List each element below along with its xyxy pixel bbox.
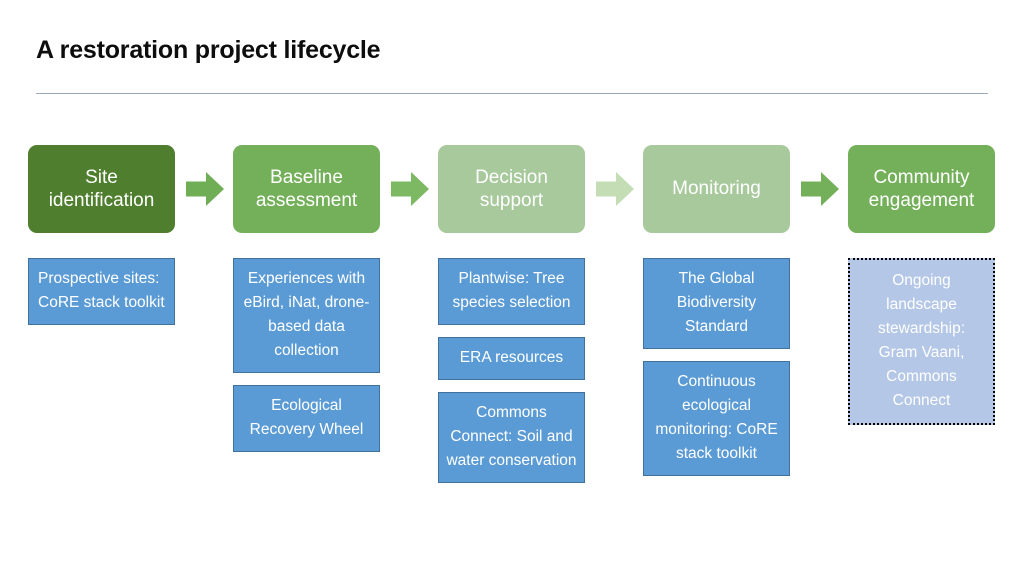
stage-label-baseline-assessment: Baseline assessment <box>255 166 358 211</box>
stage-label-monitoring: Monitoring <box>672 178 761 200</box>
column-baseline-assessment: Experiences with eBird, iNat, drone-base… <box>233 258 380 464</box>
detail-box-global-biodiversity-standard[interactable]: The Global Biodiversity Standard <box>643 258 790 350</box>
stage-label-site-identification: Site identification <box>48 166 155 211</box>
stage-box-site-identification[interactable]: Site identification <box>28 145 175 233</box>
process-flow: Site identification Baseline assessment De… <box>0 145 1024 235</box>
detail-box-era-resources[interactable]: ERA resources <box>438 337 585 381</box>
detail-box-ongoing-landscape-stewardship[interactable]: Ongoing landscape stewardship: Gram Vaan… <box>848 258 995 426</box>
column-community-engagement: Ongoing landscape stewardship: Gram Vaan… <box>848 258 995 437</box>
stage-label-decision-support: Decision support <box>475 166 548 211</box>
stage-box-baseline-assessment[interactable]: Baseline assessment <box>233 145 380 233</box>
column-site-identification: Prospective sites: CoRE stack toolkit <box>28 258 175 337</box>
flow-arrow-icon-1 <box>186 172 224 206</box>
flow-arrow-icon-4 <box>801 172 839 206</box>
flow-arrow-icon-2 <box>391 172 429 206</box>
detail-box-continuous-ecological-monitoring[interactable]: Continuous ecological monitoring: CoRE s… <box>643 361 790 477</box>
stage-box-decision-support[interactable]: Decision support <box>438 145 585 233</box>
slide-title-text: A restoration project lifecycle <box>36 36 381 64</box>
detail-box-commons-connect-soil-water[interactable]: Commons Connect: Soil and water conserva… <box>438 392 585 484</box>
stage-box-monitoring[interactable]: Monitoring <box>643 145 790 233</box>
stage-label-community-engagement: Community engagement <box>868 166 975 211</box>
detail-box-ecological-recovery-wheel[interactable]: Ecological Recovery Wheel <box>233 385 380 453</box>
flow-arrow-icon-3 <box>596 172 634 206</box>
title-divider <box>36 93 988 94</box>
detail-columns: Prospective sites: CoRE stack toolkit Exp… <box>0 258 1024 576</box>
detail-box-experiences-ebird-inat-drone[interactable]: Experiences with eBird, iNat, drone-base… <box>233 258 380 374</box>
detail-box-plantwise-tree-species[interactable]: Plantwise: Tree species selection <box>438 258 585 326</box>
stage-box-community-engagement[interactable]: Community engagement <box>848 145 995 233</box>
detail-box-prospective-sites[interactable]: Prospective sites: CoRE stack toolkit <box>28 258 175 326</box>
